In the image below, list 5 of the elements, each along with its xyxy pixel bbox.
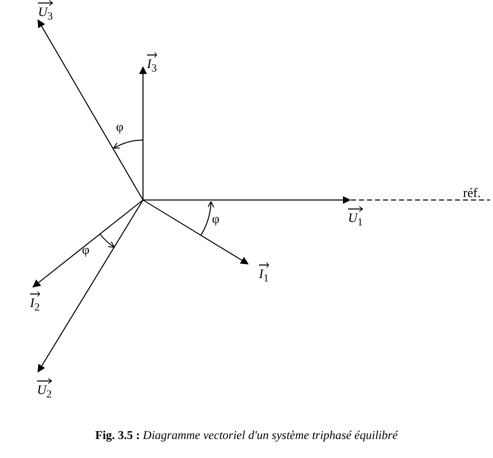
reference-label: réf. — [463, 186, 481, 200]
angle-label: φ — [212, 212, 220, 226]
figure-caption: Fig. 3.5 : Diagramme vectoriel d'un système triphasé équilibré — [94, 428, 399, 443]
angle-label: φ — [116, 120, 124, 134]
angle-label: φ — [82, 243, 90, 257]
